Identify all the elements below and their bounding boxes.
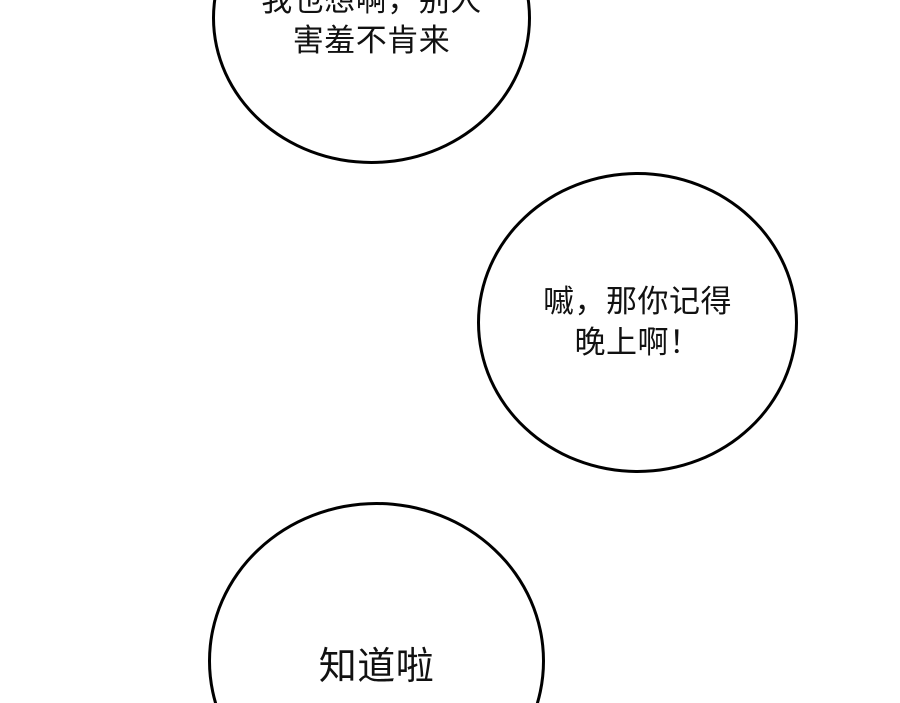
speech-bubble-2: 嘁，那你记得 晚上啊！ (477, 172, 798, 473)
speech-bubble-3-text: 知道啦 (318, 644, 435, 688)
speech-bubble-1: 我也想啊，别人 害羞不肯来 (212, 0, 531, 164)
speech-bubble-3: 知道啦 (208, 502, 545, 703)
speech-bubble-1-text: 我也想啊，别人 害羞不肯来 (261, 0, 482, 60)
speech-bubble-2-text: 嘁，那你记得 晚上啊！ (543, 284, 732, 361)
